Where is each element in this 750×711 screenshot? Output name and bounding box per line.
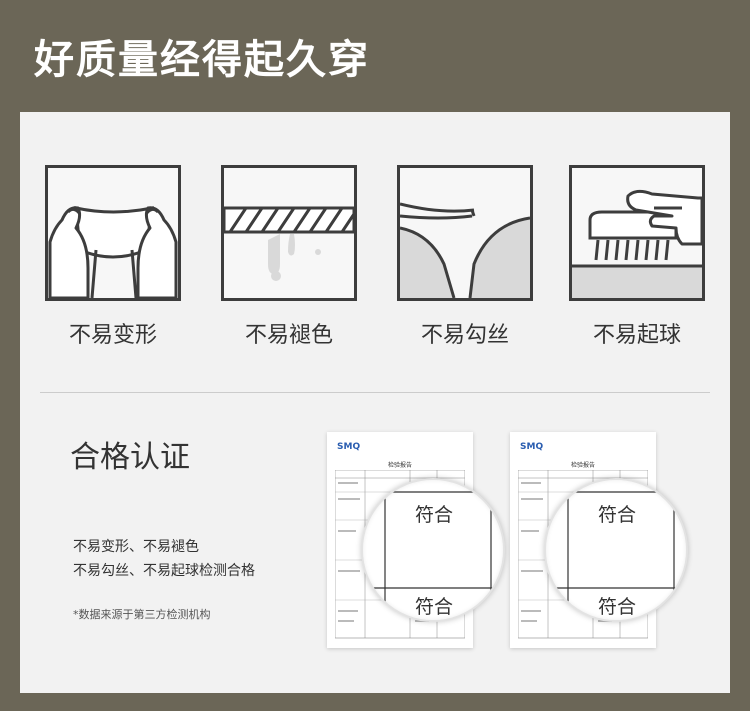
feature-label: 不易起球: [592, 323, 681, 348]
magnified-result: 符合: [415, 596, 454, 618]
report-brand: SMQ: [520, 442, 544, 452]
feature-no-fading: 不易褪色: [221, 165, 357, 349]
report-magnifier: 符合 符合: [544, 478, 688, 622]
feature-no-deformation: 不易变形: [45, 165, 181, 349]
test-report: SMQ 检验报告 符合 符合: [327, 432, 505, 648]
magnified-result: 符合: [598, 504, 637, 526]
stretch-fabric-icon: [48, 206, 178, 298]
magnified-result: 符合: [598, 596, 637, 618]
magnified-result: 符合: [415, 504, 454, 526]
fabric-snag-icon: [400, 202, 530, 298]
feature-label: 不易变形: [68, 323, 157, 348]
report-heading: 检验报告: [387, 462, 412, 469]
content-panel: 不易变形 不易褪色: [20, 112, 730, 693]
certification-line: 不易勾丝、不易起球检测合格: [73, 563, 255, 579]
feature-no-pilling: 不易起球: [569, 165, 705, 349]
brush-pilling-icon: [572, 189, 702, 298]
header-title: 好质量经得起久穿: [34, 37, 370, 83]
certification-note: *数据来源于第三方检测机构: [73, 608, 211, 621]
feature-label: 不易勾丝: [420, 323, 509, 348]
certification-title: 合格认证: [70, 440, 190, 475]
test-report: SMQ 检验报告 符合 符合: [510, 432, 688, 648]
certification-line: 不易变形、不易褪色: [73, 539, 199, 555]
report-heading: 检验报告: [570, 462, 595, 469]
report-brand: SMQ: [337, 442, 361, 452]
wringing-rope-icon: [224, 206, 354, 281]
section-divider: [40, 392, 710, 393]
report-magnifier: 符合 符合: [361, 478, 505, 622]
feature-no-snagging: 不易勾丝: [397, 165, 533, 349]
feature-label: 不易褪色: [244, 323, 333, 348]
